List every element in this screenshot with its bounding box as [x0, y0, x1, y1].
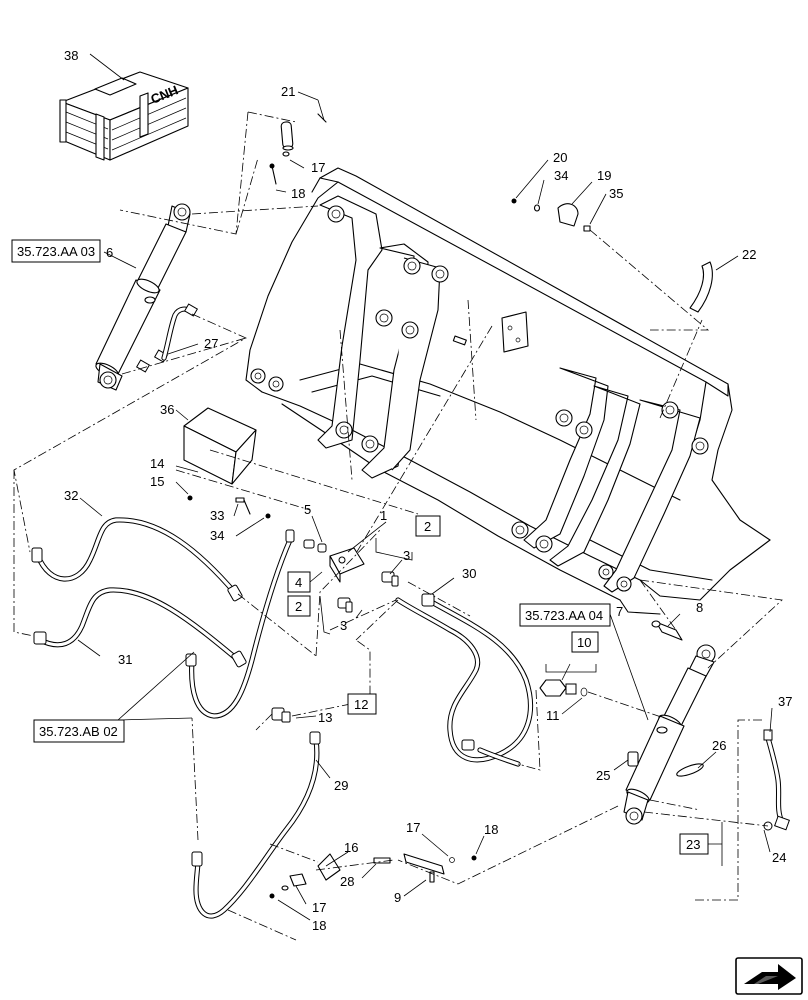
callout-24: 24 [772, 850, 786, 865]
hose-27 [161, 303, 199, 361]
callout-20: 20 [553, 150, 567, 165]
valve-block [303, 539, 365, 583]
boxed-callouts: 2 4 2 10 12 23 [287, 515, 709, 855]
callout-8: 8 [696, 600, 703, 615]
callout-27: 27 [204, 336, 218, 351]
pivot-brackets [250, 195, 709, 593]
bucket-assembly [245, 167, 771, 615]
callout-15: 15 [150, 474, 164, 489]
bolt-18b [471, 855, 477, 861]
callout-21: 21 [281, 84, 295, 99]
callout-36: 36 [160, 402, 174, 417]
ref-left-cylinder: 35.723.AA 03 [17, 244, 95, 259]
boxed-callout-4: 4 [295, 575, 302, 590]
nut-35 [583, 225, 591, 232]
boxed-callout-2: 2 [424, 519, 431, 534]
callout-11: 11 [546, 708, 560, 723]
boxed-callout-23: 23 [686, 837, 700, 852]
hose-31 [33, 587, 247, 668]
callout-18: 18 [312, 918, 326, 933]
bolt-18a [269, 163, 277, 185]
washer-34b [533, 204, 541, 212]
hose-32 [31, 517, 243, 602]
callout-34: 34 [210, 528, 224, 543]
callout-19: 19 [597, 168, 611, 183]
pin-21 [280, 113, 327, 151]
right-hydraulic-cylinder [623, 644, 716, 825]
bolt-20 [511, 198, 517, 204]
hose-30 [395, 593, 534, 767]
left-hydraulic-cylinder [95, 203, 191, 391]
callout-31: 31 [118, 652, 132, 667]
fitting-11 [539, 679, 588, 697]
callout-13: 13 [318, 710, 332, 725]
callout-32: 32 [64, 488, 78, 503]
callout-17: 17 [406, 820, 420, 835]
leader-lines [77, 53, 773, 921]
pin-8 [651, 620, 683, 641]
callout-17: 17 [311, 160, 325, 175]
hose-sleeve-22 [689, 261, 713, 313]
callout-3: 3 [403, 548, 410, 563]
washer-17a [282, 151, 290, 157]
boxed-callout-2: 2 [295, 599, 302, 614]
bushing-25 [627, 751, 639, 767]
callout-28: 28 [340, 874, 354, 889]
shipping-crate: CNH [59, 71, 189, 161]
washer-17b [449, 857, 455, 863]
callout-33: 33 [210, 508, 224, 523]
callout-22: 22 [742, 247, 756, 262]
callout-34: 34 [554, 168, 568, 183]
callout-29: 29 [334, 778, 348, 793]
arrow-next-icon[interactable] [735, 957, 803, 995]
reference-boxes: 35.723.AA 03 35.723.AA 04 35.723.AB 02 [11, 239, 611, 743]
callout-7: 7 [616, 604, 623, 619]
bolt-15 [187, 495, 193, 501]
plate-9 [403, 853, 445, 883]
guard-plate-36 [183, 407, 257, 485]
bolt-18c [269, 893, 275, 899]
callout-1: 1 [380, 508, 387, 523]
clamp-19 [557, 203, 579, 227]
ref-hoses: 35.723.AB 02 [39, 724, 118, 739]
clip-16 [289, 853, 341, 887]
boxed-callout-12: 12 [354, 697, 368, 712]
hose-37 [763, 729, 790, 831]
boxed-callout-10: 10 [577, 635, 591, 650]
ref-right-cylinder: 35.723.AA 04 [525, 608, 603, 623]
callout-5: 5 [304, 502, 311, 517]
washer-34a [265, 513, 271, 519]
callout-6: 6 [106, 245, 113, 260]
center-bracket [501, 311, 529, 353]
callout-26: 26 [712, 738, 726, 753]
callout-30: 30 [462, 566, 476, 581]
callout-37: 37 [778, 694, 792, 709]
callout-17: 17 [312, 900, 326, 915]
callout-35: 35 [609, 186, 623, 201]
callout-38: 38 [64, 48, 78, 63]
callout-9: 9 [394, 890, 401, 905]
bolt-33 [235, 497, 251, 515]
callout-labels: 38 21 17 18 20 34 19 35 22 6 27 36 14 15… [64, 48, 792, 933]
assembly-lines [13, 111, 783, 941]
hose-loop-center [185, 529, 295, 719]
callout-18: 18 [484, 822, 498, 837]
callout-25: 25 [596, 768, 610, 783]
callout-16: 16 [344, 840, 358, 855]
callout-18: 18 [291, 186, 305, 201]
callout-3: 3 [340, 618, 347, 633]
fitting-3 [337, 571, 399, 613]
hose-29 [191, 731, 321, 919]
plate-26 [676, 763, 704, 777]
callout-14: 14 [150, 456, 164, 471]
fitting-13 [271, 707, 291, 723]
washer-17c [281, 885, 289, 891]
